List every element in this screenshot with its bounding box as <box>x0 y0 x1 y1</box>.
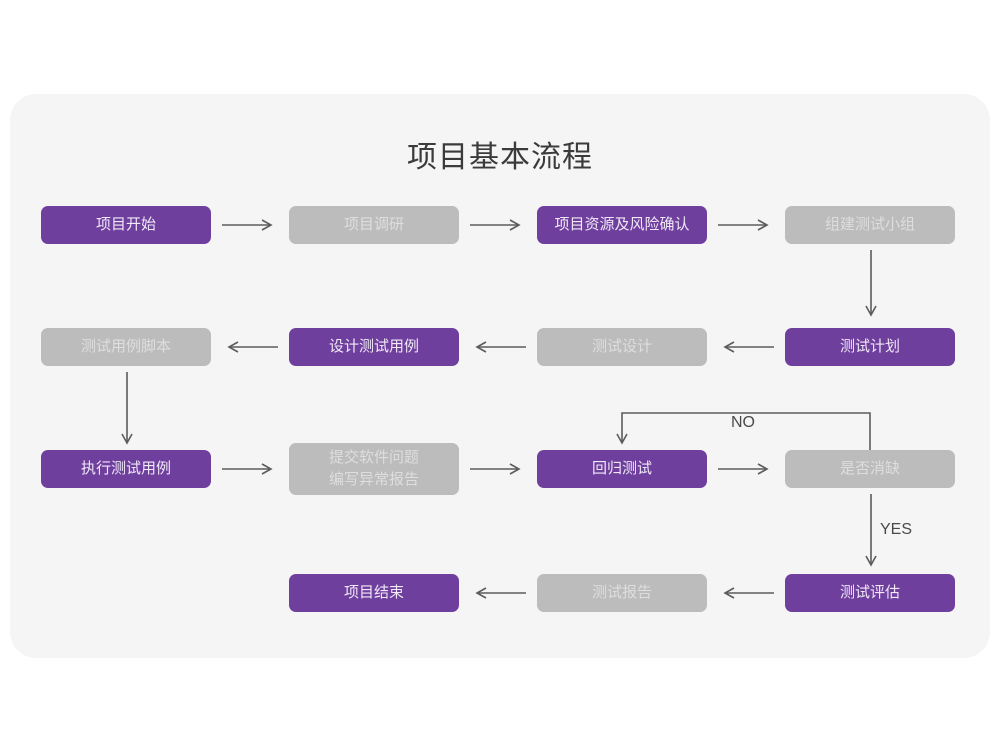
node-label: 项目资源及风险确认 <box>554 216 690 233</box>
edge-n4-n8 <box>864 250 878 322</box>
arrow-down-icon <box>121 372 133 445</box>
node-test-case-script[interactable]: 测试用例脚本 <box>41 328 211 366</box>
edge-n8-n7 <box>718 340 774 354</box>
arrow-left-icon <box>723 587 774 599</box>
node-label: 测试报告 <box>591 584 652 601</box>
node-label: 项目开始 <box>95 216 156 233</box>
node-resource-risk-confirm[interactable]: 项目资源及风险确认 <box>537 206 707 244</box>
node-project-start[interactable]: 项目开始 <box>41 206 211 244</box>
node-label: 是否消缺 <box>839 460 900 477</box>
node-label: 组建测试小组 <box>824 216 915 233</box>
node-defect-resolved[interactable]: 是否消缺 <box>785 450 955 488</box>
node-label: 测试评估 <box>839 584 900 601</box>
edge-n11-n12 <box>718 462 774 476</box>
edge-label-no: NO <box>731 414 755 431</box>
edge-n5-n9 <box>120 372 134 450</box>
node-submit-issue-report[interactable]: 提交软件问题 编写异常报告 <box>289 443 459 495</box>
arrow-right-icon <box>718 463 769 475</box>
node-test-report[interactable]: 测试报告 <box>537 574 707 612</box>
edge-n3-n4 <box>718 218 774 232</box>
node-execute-test-case[interactable]: 执行测试用例 <box>41 450 211 488</box>
edge-n10-n11 <box>470 462 526 476</box>
edge-n14-n13 <box>470 586 526 600</box>
node-label: 项目结束 <box>343 584 404 601</box>
node-label: 测试设计 <box>591 338 652 355</box>
arrow-left-icon <box>475 587 526 599</box>
node-label: 项目调研 <box>343 216 404 233</box>
node-test-evaluation[interactable]: 测试评估 <box>785 574 955 612</box>
node-test-design[interactable]: 测试设计 <box>537 328 707 366</box>
edge-n1-n2 <box>222 218 278 232</box>
edge-n12-n11-no-loop <box>614 408 884 450</box>
edge-label-yes: YES <box>880 521 913 538</box>
node-project-research[interactable]: 项目调研 <box>289 206 459 244</box>
node-form-test-team[interactable]: 组建测试小组 <box>785 206 955 244</box>
node-label: 测试用例脚本 <box>80 338 171 355</box>
arrow-left-icon <box>723 341 774 353</box>
arrow-right-icon <box>470 219 521 231</box>
edge-n7-n6 <box>470 340 526 354</box>
loop-arrow-icon <box>616 412 871 450</box>
arrow-right-icon <box>470 463 521 475</box>
edge-n15-n14 <box>718 586 774 600</box>
node-test-plan[interactable]: 测试计划 <box>785 328 955 366</box>
edge-n6-n5 <box>222 340 278 354</box>
node-design-test-case[interactable]: 设计测试用例 <box>289 328 459 366</box>
flowchart-card <box>10 94 990 658</box>
node-label: 设计测试用例 <box>328 338 419 355</box>
arrow-left-icon <box>475 341 526 353</box>
edge-n12-n15-yes <box>864 494 878 572</box>
node-label: 提交软件问题 编写异常报告 <box>328 449 419 488</box>
arrow-down-icon <box>865 494 877 567</box>
arrow-right-icon <box>718 219 769 231</box>
node-regression-test[interactable]: 回归测试 <box>537 450 707 488</box>
node-label: 回归测试 <box>591 460 652 477</box>
edge-n2-n3 <box>470 218 526 232</box>
arrow-left-icon <box>227 341 278 353</box>
arrow-right-icon <box>222 463 273 475</box>
node-label: 测试计划 <box>839 338 900 355</box>
arrow-down-icon <box>865 250 877 317</box>
edge-n9-n10 <box>222 462 278 476</box>
page-title: 项目基本流程 <box>407 141 593 174</box>
node-project-end[interactable]: 项目结束 <box>289 574 459 612</box>
node-label: 执行测试用例 <box>80 460 171 477</box>
arrow-right-icon <box>222 219 273 231</box>
